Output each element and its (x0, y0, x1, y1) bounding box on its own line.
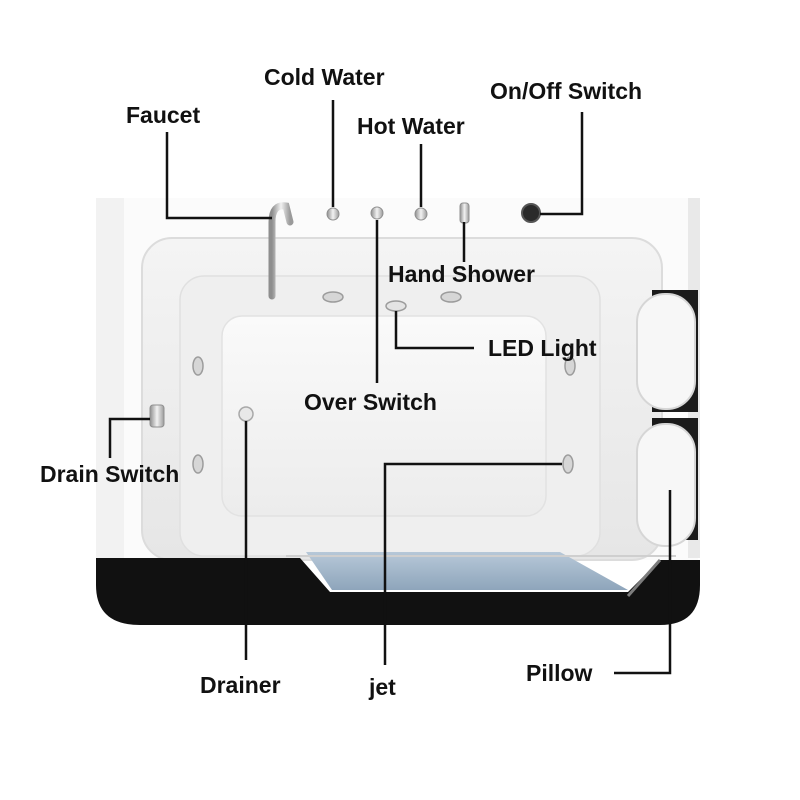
label-faucet: Faucet (126, 102, 200, 128)
hot-water-knob-icon (414, 207, 428, 221)
faucet-leader (165, 132, 272, 220)
step-edge-right (626, 559, 662, 597)
led-light-leader (394, 311, 474, 350)
jet-icon (192, 356, 204, 376)
jet-icon (192, 454, 204, 474)
label-drainer: Drainer (200, 672, 281, 698)
cold-water-knob-icon (326, 207, 340, 221)
hand-shower-icon (459, 202, 470, 224)
pillow-top (636, 293, 696, 410)
label-hot-water: Hot Water (357, 113, 465, 139)
leader-lines (108, 100, 672, 675)
on-off-switch-leader (540, 112, 584, 216)
pillows (636, 290, 698, 547)
water-step (306, 552, 628, 590)
drain-switch-leader (108, 417, 150, 458)
jet-icon (564, 356, 576, 376)
over-switch-knob-icon (370, 206, 384, 220)
jet-leader (383, 462, 562, 665)
drain-switch-icon (149, 404, 165, 428)
label-pillow: Pillow (526, 660, 593, 686)
label-over-switch: Over Switch (304, 389, 437, 415)
on-off-switch-button-icon (521, 203, 541, 223)
jet-icon (440, 291, 462, 303)
faucet-icon (268, 202, 294, 300)
label-cold-water: Cold Water (264, 64, 385, 90)
label-on-off-switch: On/Off Switch (490, 78, 642, 104)
label-hand-shower: Hand Shower (388, 261, 535, 287)
jet-icon (322, 291, 344, 303)
led-light-icon (385, 300, 407, 312)
label-drain-switch: Drain Switch (40, 461, 179, 487)
label-led-light: LED Light (488, 335, 597, 361)
jet-icon (562, 454, 574, 474)
fixtures (149, 202, 576, 474)
labels: Cold Water On/Off Switch Faucet Hot Wate… (40, 64, 642, 700)
label-jet: jet (368, 674, 396, 700)
bathtub (96, 198, 700, 625)
pillow-leader (614, 490, 672, 675)
pillow-bottom (636, 423, 696, 547)
drainer-icon (238, 406, 254, 422)
